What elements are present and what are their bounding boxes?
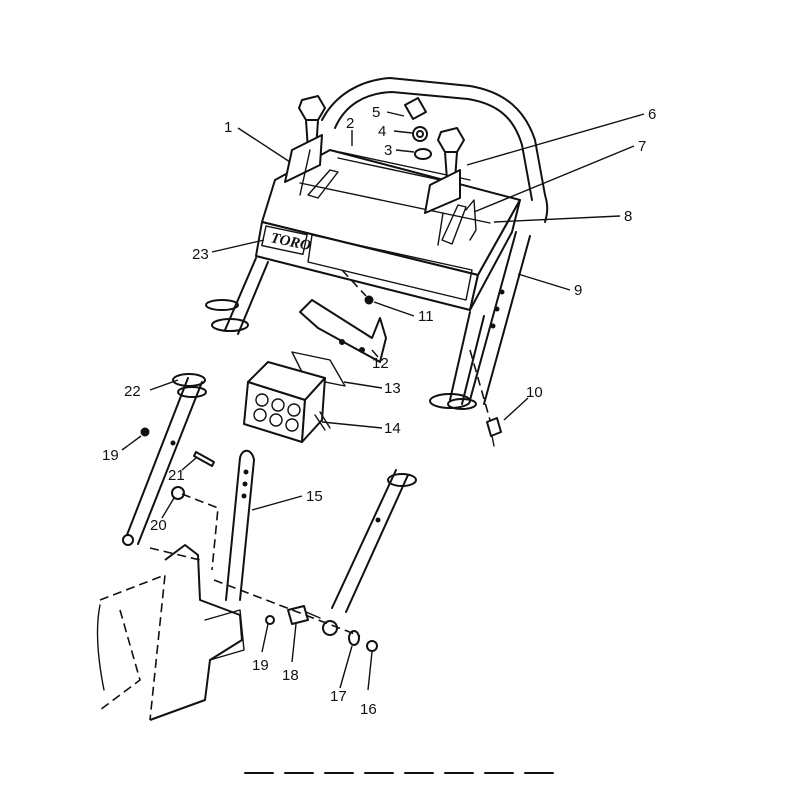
control-panel: TORO bbox=[255, 149, 521, 311]
bolt-20 bbox=[171, 486, 185, 500]
mounting-bracket bbox=[299, 299, 387, 363]
callout-14: 14 bbox=[384, 420, 401, 437]
callout-labels: 1 2 3 4 5 6 7 8 9 10 11 12 13 14 15 16 1… bbox=[102, 104, 656, 718]
callout-2: 2 bbox=[346, 115, 354, 132]
callout-17: 17 bbox=[330, 688, 347, 705]
callout-7: 7 bbox=[638, 138, 646, 155]
callout-15: 15 bbox=[306, 488, 323, 505]
switch-10 bbox=[469, 349, 502, 447]
callout-13: 13 bbox=[384, 380, 401, 397]
cable-guide bbox=[465, 199, 477, 241]
hardware-3-4-5 bbox=[404, 97, 432, 160]
leader-lines bbox=[121, 111, 645, 691]
callout-10: 10 bbox=[526, 384, 543, 401]
battery-pack bbox=[243, 361, 331, 443]
handle-tube bbox=[321, 77, 549, 410]
throttle-lever-right bbox=[424, 127, 465, 246]
callout-11: 11 bbox=[418, 308, 434, 325]
lower-handle-left bbox=[122, 373, 207, 546]
callout-9: 9 bbox=[574, 282, 582, 299]
callout-16: 16 bbox=[360, 701, 377, 718]
callout-21: 21 bbox=[168, 467, 185, 484]
callout-5: 5 bbox=[372, 104, 380, 121]
bolt-18 bbox=[287, 605, 321, 625]
callout-19-left: 19 bbox=[102, 447, 119, 464]
callout-6: 6 bbox=[648, 106, 656, 123]
callout-22: 22 bbox=[124, 383, 141, 400]
callout-12: 12 bbox=[372, 355, 389, 372]
gasket bbox=[291, 351, 346, 387]
center-rod bbox=[225, 449, 255, 601]
nut-11 bbox=[364, 295, 374, 305]
washer-17 bbox=[348, 630, 360, 646]
throttle-lever-left bbox=[284, 95, 326, 196]
nut-19-right bbox=[265, 615, 275, 625]
callout-19-right: 19 bbox=[252, 657, 269, 674]
callout-4: 4 bbox=[378, 123, 386, 140]
lower-handle-right bbox=[322, 469, 417, 636]
mower-deck bbox=[96, 544, 245, 721]
callout-8: 8 bbox=[624, 208, 632, 225]
callout-20: 20 bbox=[150, 517, 167, 534]
handle-legs bbox=[205, 257, 485, 405]
nut-16 bbox=[366, 640, 378, 652]
nut-19-left bbox=[140, 427, 150, 437]
callout-1: 1 bbox=[224, 119, 232, 136]
callout-3: 3 bbox=[384, 142, 392, 159]
callout-18: 18 bbox=[282, 667, 299, 684]
callout-23: 23 bbox=[192, 246, 209, 263]
pin-21 bbox=[193, 451, 215, 467]
